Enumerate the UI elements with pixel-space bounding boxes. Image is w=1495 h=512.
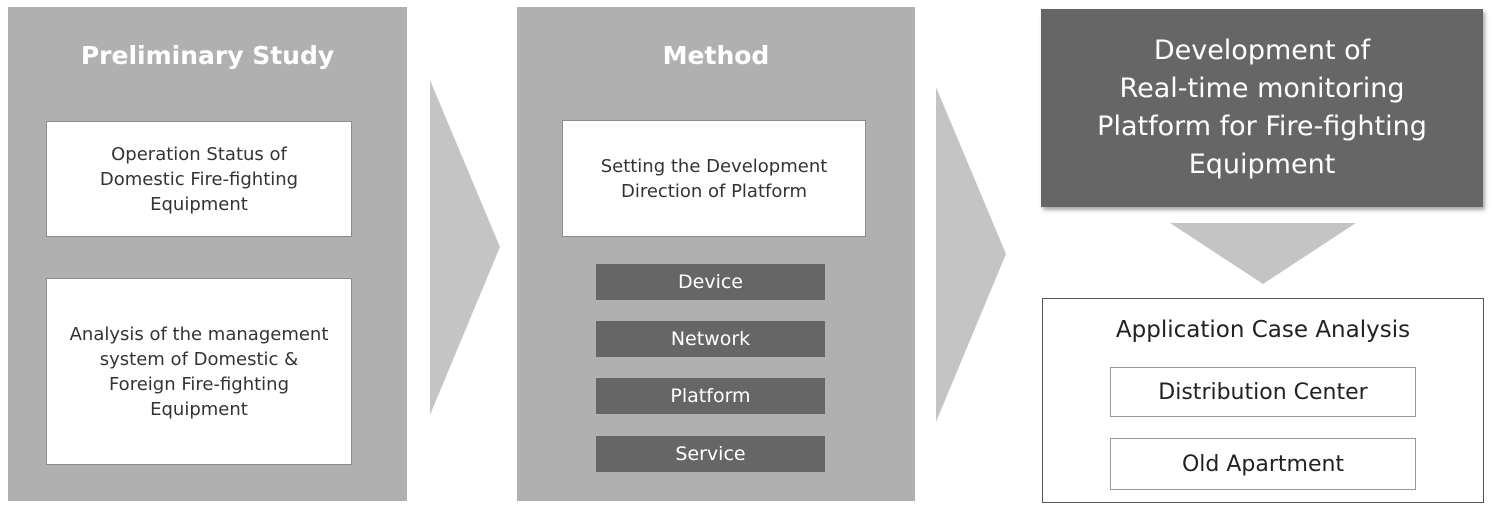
service-bar: Service bbox=[596, 436, 825, 472]
device-bar: Device bbox=[596, 264, 825, 300]
platform-bar: Platform bbox=[596, 378, 825, 414]
development-platform-box: Development of Real-time monitoring Plat… bbox=[1041, 9, 1483, 207]
flow-arrow-2 bbox=[936, 87, 1006, 422]
flow-arrow-1 bbox=[430, 80, 500, 415]
old-apartment-box: Old Apartment bbox=[1110, 438, 1416, 490]
operation-status-box: Operation Status of Domestic Fire-fighti… bbox=[46, 121, 352, 237]
development-direction-box: Setting the Development Direction of Pla… bbox=[562, 120, 866, 237]
application-case-title: Application Case Analysis bbox=[1115, 317, 1411, 343]
distribution-center-box: Distribution Center bbox=[1110, 367, 1416, 417]
network-bar: Network bbox=[596, 321, 825, 357]
method-title: Method bbox=[662, 41, 770, 70]
preliminary-study-panel: Preliminary Study Operation Status of Do… bbox=[8, 7, 407, 501]
preliminary-study-title: Preliminary Study bbox=[80, 41, 335, 70]
method-panel: Method Setting the Development Direction… bbox=[517, 7, 915, 501]
down-arrow bbox=[1170, 223, 1356, 284]
application-case-panel: Application Case Analysis Distribution C… bbox=[1042, 298, 1484, 503]
management-analysis-box: Analysis of the management system of Dom… bbox=[46, 278, 352, 465]
